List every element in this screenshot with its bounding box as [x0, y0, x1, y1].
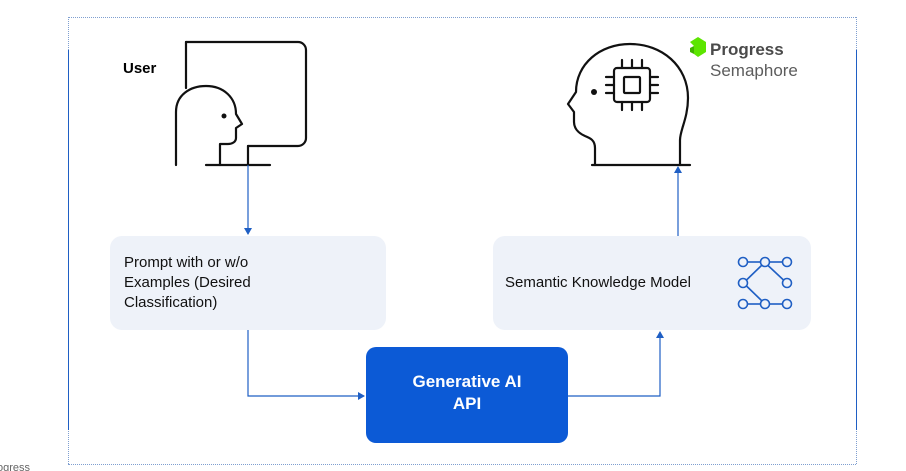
prompt-line-2: Examples (Desired [124, 274, 251, 291]
skm-label: Semantic Knowledge Model [505, 274, 691, 291]
head-with-chip-icon [566, 42, 692, 167]
brand-logo-row: Progress [690, 40, 798, 60]
brand-mark-spacer [690, 42, 706, 58]
prompt-text: Prompt with or w/o Examples (Desired Cla… [124, 253, 324, 313]
frame-top-border [68, 17, 856, 18]
frame-right-accent [856, 50, 857, 430]
genai-label: Generative AI API [366, 371, 568, 415]
arrow-prompt-to-genai [247, 330, 365, 400]
brand-logo: Progress Semaphore [690, 40, 798, 81]
frame-left-accent [68, 50, 69, 430]
brand-name: Progress [710, 40, 784, 59]
brand-product: Semaphore [710, 61, 798, 80]
footer-brand: Progress [0, 462, 31, 471]
frame-bottom-border [68, 464, 856, 465]
genai-line-1: Generative AI [412, 372, 522, 391]
arrow-genai-to-skm [568, 331, 664, 397]
prompt-box: Prompt with or w/o Examples (Desired Cla… [110, 236, 386, 330]
semantic-knowledge-model-box: Semantic Knowledge Model [493, 236, 811, 330]
user-label: User [123, 60, 157, 77]
generative-ai-api-box: Generative AI API [366, 347, 568, 443]
prompt-line-1: Prompt with or w/o [124, 254, 249, 271]
genai-line-2: API [452, 394, 482, 413]
person-at-monitor-icon [174, 40, 308, 167]
node-graph-icon [737, 256, 793, 310]
prompt-line-3: Classification) [124, 294, 218, 311]
